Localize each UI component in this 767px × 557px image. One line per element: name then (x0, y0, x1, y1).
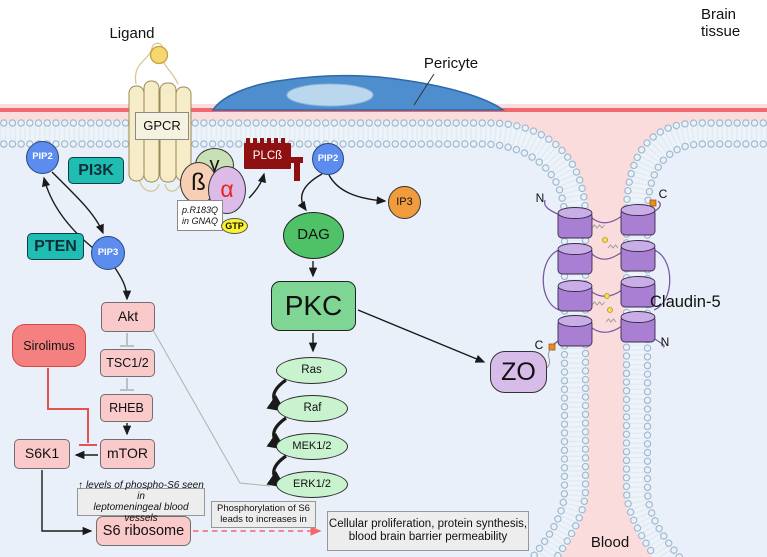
pip2-membrane-node: PIP2 (312, 143, 344, 175)
arrow-pip3-to-pip2 (41, 176, 94, 249)
arrow-pip2-to-dag (297, 173, 323, 212)
gpcr-receptor (128, 42, 192, 192)
pten-node: PTEN (27, 233, 84, 260)
arrow-alpha-to-plcb (248, 172, 267, 199)
claudin5-label: Claudin-5 (650, 293, 721, 312)
pi3k-node: PI3K (68, 157, 124, 184)
gpcr-label: GPCR (135, 112, 189, 140)
zo-node: ZO (490, 351, 547, 393)
pip3-node: PIP3 (91, 236, 125, 270)
zo-linker-squiggle (546, 348, 552, 369)
pip2-node: PIP2 (26, 141, 59, 174)
arrow-pkc-to-zo (357, 309, 486, 363)
claudin-cylinders (557, 204, 656, 347)
ras-node: Ras (276, 357, 347, 384)
c-terminal-top-label: C (658, 187, 668, 202)
plcb-shape (244, 138, 303, 181)
pkc-node: PKC (271, 281, 356, 331)
phospho-site-bottom (548, 343, 556, 351)
membrane-left-cell (0, 119, 590, 557)
sirolimus-node: Sirolimus (12, 324, 86, 367)
pericyte-cell (211, 73, 506, 111)
pericyte-leader-line (413, 73, 435, 106)
line-akt-to-erk (152, 329, 271, 487)
mek-node: MEK1/2 (276, 433, 348, 460)
arrow-s6k1-to-s6 (41, 470, 93, 536)
gtp-node: GTP (221, 218, 248, 234)
mtor-node: mTOR (100, 439, 155, 469)
inhibit-sirolimus-mtor (47, 368, 97, 446)
n-terminal-top-label: N (535, 191, 545, 206)
dag-node: DAG (283, 212, 344, 259)
pericyte-label: Pericyte (423, 54, 479, 72)
ligand-ball (149, 45, 169, 65)
c-terminal-bottom-label: C (534, 338, 544, 353)
pericyte-nucleus (286, 83, 374, 107)
outcomes-note: Cellular proliferation, protein synthesi… (327, 511, 529, 551)
claudin-complex (542, 199, 671, 369)
s6k1-node: S6K1 (14, 439, 70, 469)
arrow-pip2-to-pip3 (51, 171, 104, 235)
akt-node: Akt (101, 302, 155, 332)
plcb-label: PLCß (252, 149, 283, 162)
erk-node: ERK1/2 (276, 471, 348, 498)
raf-node: Raf (277, 395, 348, 422)
s6-ribosome-node: S6 ribosome (96, 516, 191, 546)
rheb-node: RHEB (100, 394, 153, 422)
tsc12-node: TSC1/2 (100, 349, 155, 377)
ip3-node: IP3 (388, 186, 421, 219)
n-terminal-bottom-label: N (660, 335, 670, 350)
phospho-site-top (649, 199, 657, 207)
ligand-label: Ligand (109, 25, 155, 43)
blood-label: Blood (590, 534, 630, 552)
arrow-pip2-to-ip3 (328, 174, 387, 205)
